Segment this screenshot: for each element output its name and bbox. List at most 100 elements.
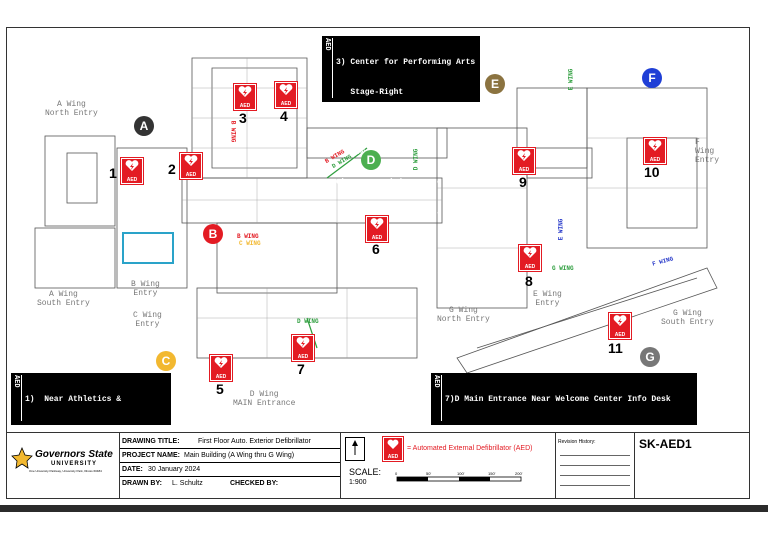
legend-line: 5) Inside DPS Headquarters	[25, 515, 155, 524]
legend-line: 6) Jaguar Dining Center	[336, 178, 447, 187]
wing-tag-e: E WING	[557, 218, 565, 241]
drawn-by-value: L. Schultz	[172, 480, 203, 487]
project-name-label: PROJECT NAME:	[122, 452, 180, 459]
wing-tag-b: B WING	[237, 233, 259, 240]
heart-bolt-icon	[387, 439, 399, 449]
aed-icon-4: AED	[275, 82, 297, 108]
university-name: Governors State	[35, 449, 113, 460]
label-e-wing-entry: E Wing Entry	[533, 290, 562, 308]
aed-label: AED	[614, 332, 626, 338]
wing-tag-d: D WING	[412, 148, 420, 171]
aed-number-7: 7	[297, 361, 305, 377]
b-wing-building	[116, 147, 188, 289]
legend-line: 10)Near Room F1232	[445, 485, 532, 494]
wing-tag-c: C WING	[239, 240, 261, 247]
drawing-sheet: AED 3) Center for Performing Arts Stage-…	[6, 27, 750, 524]
scale-label: SCALE:	[349, 467, 382, 477]
aed-icon-7: AED	[292, 335, 314, 361]
north-arrow-icon	[345, 437, 365, 461]
heart-bolt-icon	[184, 155, 198, 166]
legend-left: AED 1) Near Athletics & Recreation Cente…	[11, 373, 171, 524]
university-subname: UNIVERSITY	[51, 461, 98, 467]
legend-line: 3) Center for Performing Arts	[336, 58, 476, 67]
heart-bolt-icon	[613, 315, 627, 326]
legend-line: 9)Near Room E1552	[445, 455, 527, 464]
pool	[122, 232, 174, 264]
aed-number-1: 1	[109, 165, 117, 181]
heart-bolt-icon	[648, 140, 662, 151]
label-f-wing-entry: F Wing Entry	[695, 138, 720, 165]
scale-tick: 100'	[457, 471, 465, 476]
heart-bolt-icon	[517, 150, 531, 161]
label-c-wing-entry: C Wing Entry	[133, 311, 162, 329]
aed-label: AED	[215, 374, 227, 380]
legend-top-side: AED	[323, 38, 333, 98]
heart-bolt-icon	[370, 218, 384, 229]
legend-scale-area: AED = Automated External Defibrillator (…	[341, 433, 556, 499]
bottom-bar	[0, 505, 768, 512]
aed-icon-2: AED	[180, 153, 202, 179]
heart-bolt-icon	[125, 160, 139, 171]
label-d-wing-main-entrance: D Wing MAIN Entrance	[233, 390, 296, 408]
scale-bar	[396, 476, 522, 482]
scale-tick: 50'	[426, 471, 432, 476]
zone-marker-g: G	[640, 347, 660, 367]
aed-label: AED	[280, 101, 292, 107]
drawing-title-value: First Floor Auto. Exterior Defibrillator	[198, 438, 311, 445]
aed-icon-1: AED	[121, 158, 143, 184]
legend-line: 1) Near Athletics &	[25, 395, 122, 404]
a-wing-south	[34, 227, 116, 289]
aed-label: AED	[371, 235, 383, 241]
logo-area: Governors State UNIVERSITY One Universit…	[7, 433, 120, 499]
zone-marker-d: D	[361, 150, 381, 170]
legend-left-side: AED	[12, 375, 22, 421]
aed-label: AED	[239, 103, 251, 109]
wing-tag-d: D WING	[297, 318, 319, 325]
aed-icon-6: AED	[366, 216, 388, 242]
zone-marker-a: A	[134, 116, 154, 136]
a-wing-court	[66, 152, 98, 204]
e-wing-building	[436, 127, 528, 309]
aed-label: AED	[185, 172, 197, 178]
university-logo-icon	[11, 447, 33, 469]
aed-label: AED	[649, 157, 661, 163]
label-a-wing-north-entry: A Wing North Entry	[45, 100, 98, 118]
f-wing-building	[586, 87, 708, 249]
zone-marker-f: F	[642, 68, 662, 88]
legend-right: AED 7)D Main Entrance Near Welcome Cente…	[431, 373, 697, 524]
aed-icon-5: AED	[210, 355, 232, 381]
scale-ticks: 0 50' 100' 150' 200'	[395, 471, 525, 479]
legend-top: AED 3) Center for Performing Arts Stage-…	[322, 36, 480, 217]
project-name-value: Main Building (A Wing thru G Wing)	[184, 452, 295, 459]
aed-icon-10: AED	[644, 138, 666, 164]
aed-number-9: 9	[519, 174, 527, 190]
aed-label: AED	[524, 264, 536, 270]
aed-icon-11: AED	[609, 313, 631, 339]
label-g-wing-north-entry: G Wing North Entry	[437, 306, 490, 324]
legend-top-lines: 3) Center for Performing Arts Stage-Righ…	[336, 38, 475, 238]
scale-value: 1:900	[349, 479, 367, 486]
heart-bolt-icon	[214, 357, 228, 368]
aed-number-11: 11	[608, 340, 623, 356]
label-g-wing-south-entry: G Wing South Entry	[661, 309, 714, 327]
heart-bolt-icon	[238, 86, 252, 97]
aed-number-10: 10	[644, 164, 660, 180]
aed-number-2: 2	[168, 161, 176, 177]
wing-tag-b: B WING	[229, 120, 237, 143]
legend-line: 11)G Atrium (G160)	[445, 515, 532, 524]
aed-number-5: 5	[216, 381, 224, 397]
aed-label: AED	[297, 354, 309, 360]
legend-line: 7)D Main Entrance Near Welcome Center In…	[445, 395, 671, 404]
heart-bolt-icon	[279, 84, 293, 95]
scale-tick: 0	[395, 471, 398, 476]
university-address: One University Parkway, University Park,…	[29, 469, 102, 473]
wing-tag-e: E WING	[567, 68, 575, 91]
heart-bolt-icon	[296, 337, 310, 348]
wing-tag-g: G WING	[552, 265, 574, 272]
title-block: Governors State UNIVERSITY One Universit…	[7, 432, 749, 499]
drawing-title-label: DRAWING TITLE:	[122, 438, 180, 445]
a-wing-building	[44, 135, 116, 227]
legend-aed-icon: AED	[383, 437, 403, 461]
legend-line: 4) Center for Performing Arts	[336, 118, 476, 127]
sheet-id: SK-AED1	[639, 437, 692, 451]
